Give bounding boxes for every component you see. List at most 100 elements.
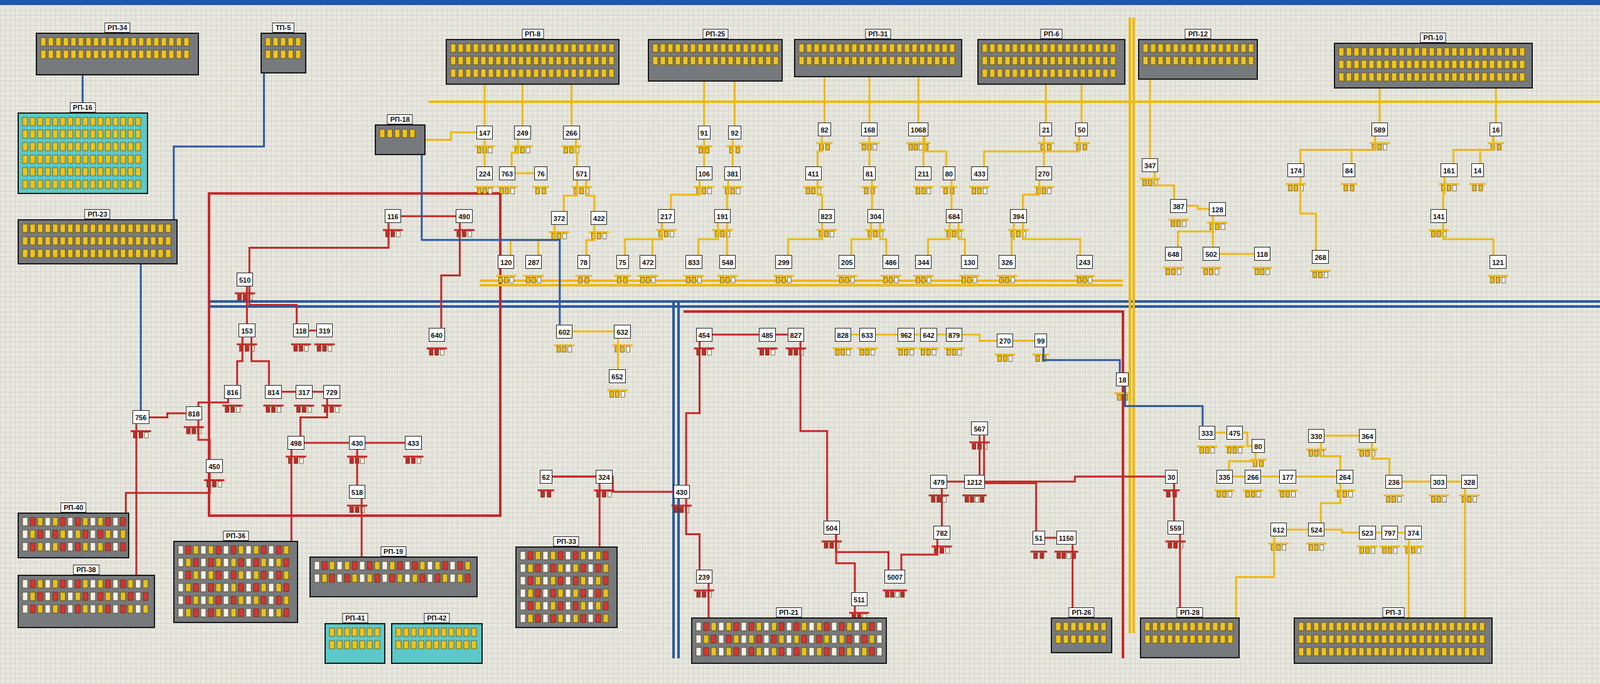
- cell-symbol: [150, 224, 156, 233]
- cell-symbol: [37, 167, 43, 176]
- cell-symbol: [535, 576, 541, 585]
- cell-symbol: [329, 640, 335, 649]
- cell-symbol: [359, 640, 365, 649]
- switchgear-symbol: [1383, 495, 1404, 503]
- cell-symbol: [329, 627, 335, 636]
- cell-symbol: [97, 236, 103, 245]
- section-busbar: [1030, 550, 1047, 553]
- breaker-symbol: [217, 480, 222, 487]
- switchgear-symbol: [969, 187, 990, 194]
- breaker-symbol: [1260, 268, 1265, 275]
- cell-symbol: [1456, 647, 1462, 656]
- cell-symbol: [563, 56, 569, 65]
- cell-symbol: [896, 43, 903, 53]
- switchboard-panel: РП-28: [1139, 617, 1240, 658]
- panel-cells: [1139, 40, 1258, 79]
- cell-symbol: [595, 563, 601, 572]
- switchgear-symbol: [1054, 551, 1079, 559]
- cell-symbol: [703, 622, 709, 631]
- cell-symbol: [573, 551, 579, 560]
- cell-symbol: [593, 56, 599, 65]
- cell-symbol: [1143, 43, 1149, 53]
- switchboard-panel: РП-40: [17, 512, 130, 559]
- cell-symbol: [881, 43, 887, 53]
- cell-symbol: [465, 43, 471, 53]
- breaker-symbol: [505, 188, 510, 194]
- cell-symbol: [261, 608, 267, 617]
- cell-symbol: [1414, 72, 1420, 81]
- cell-symbol: [288, 50, 294, 59]
- cell-symbol: [1306, 634, 1312, 643]
- panel-name: РП-21: [775, 606, 802, 618]
- feeder-line: [914, 333, 921, 336]
- cell-symbol: [1353, 47, 1359, 56]
- cell-symbol: [52, 142, 58, 151]
- cell-symbol: [1100, 622, 1107, 631]
- breaker-symbol: [293, 457, 298, 464]
- feeder-line: [853, 605, 856, 618]
- cell-symbol: [128, 180, 134, 189]
- switchgear-symbol: [382, 229, 403, 237]
- section-busbar: [944, 229, 965, 231]
- cell-symbol: [223, 558, 229, 567]
- breaker-symbol: [440, 349, 445, 356]
- cell-symbol: [520, 563, 526, 572]
- cell-symbol: [108, 50, 114, 59]
- breaker-symbol: [304, 345, 309, 351]
- substation-number: 304: [869, 212, 882, 221]
- substation-number: 818: [188, 409, 200, 418]
- switchgear-symbol: [495, 275, 516, 283]
- cell-symbol: [726, 634, 732, 643]
- cell-symbol: [112, 591, 119, 601]
- cell-symbol: [1376, 47, 1382, 56]
- cell-symbol: [711, 634, 717, 643]
- cell-symbol: [60, 542, 66, 551]
- cell-symbol: [881, 56, 887, 65]
- cell-symbol: [101, 50, 107, 59]
- cell-symbol: [1404, 647, 1410, 656]
- cell-symbol: [1369, 60, 1375, 69]
- cell-symbol: [120, 604, 126, 613]
- cell-symbol: [851, 43, 857, 53]
- breaker-symbol: [883, 276, 887, 283]
- cell-symbol: [1093, 622, 1099, 631]
- switchgear-symbol: [561, 146, 582, 154]
- cell-symbol: [457, 561, 463, 570]
- cell-symbol: [276, 570, 282, 579]
- section-busbar: [512, 144, 533, 147]
- breaker-symbol: [999, 276, 1004, 283]
- cell-symbol: [52, 529, 58, 538]
- substation-number: 92: [730, 129, 739, 137]
- breaker-symbol: [1431, 496, 1435, 503]
- cell-symbol: [527, 576, 533, 585]
- cell-symbol: [97, 167, 103, 176]
- switchboard-panel: РП-12: [1138, 38, 1259, 80]
- cell-symbol: [161, 50, 167, 59]
- switchgear-symbol: [1033, 187, 1054, 194]
- breaker-symbol: [537, 276, 542, 283]
- substation-number: 81: [865, 170, 874, 178]
- breaker-symbol: [299, 345, 304, 351]
- cell-symbol: [1298, 634, 1304, 643]
- cell-symbol: [1346, 60, 1352, 69]
- cell-symbol: [185, 583, 191, 592]
- substation-number: 729: [325, 388, 338, 397]
- switchgear-symbol: [474, 187, 495, 194]
- cell-symbol: [1346, 72, 1352, 81]
- feeder-line: [823, 77, 826, 123]
- cell-symbol: [1152, 622, 1158, 631]
- panel-cells: [18, 513, 129, 557]
- cell-symbol: [573, 563, 579, 572]
- switchgear-symbol: [234, 293, 255, 301]
- feeder-line: [1212, 215, 1214, 248]
- cell-symbol: [67, 117, 73, 126]
- substation-box: 217: [657, 209, 675, 223]
- breaker-symbol: [669, 230, 674, 237]
- cell-symbol: [45, 236, 51, 245]
- switchgear-symbol: [1379, 546, 1400, 554]
- cell-symbol: [93, 37, 99, 46]
- breaker-symbol: [824, 230, 829, 237]
- cell-symbol: [1414, 60, 1420, 69]
- breaker-symbol: [972, 276, 977, 283]
- cell-symbol: [1203, 56, 1209, 65]
